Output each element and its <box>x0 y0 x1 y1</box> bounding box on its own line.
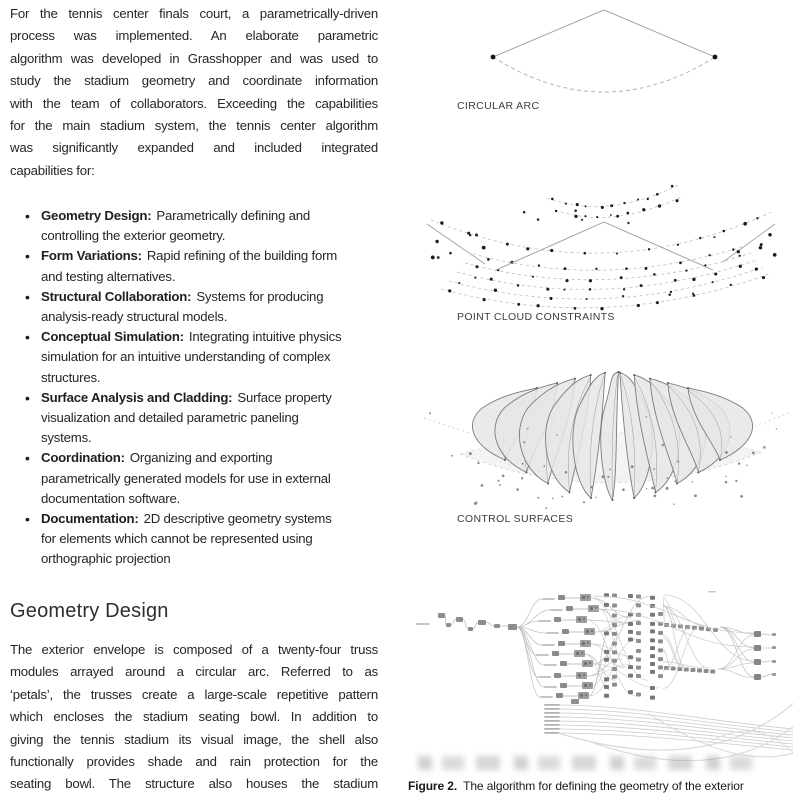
paragraph-line: ‘petals’, the trusses create a large-sca… <box>10 686 378 702</box>
paragraph-line: seating bowl. The structure also houses … <box>10 776 378 792</box>
paragraph-line: for the main stadium system, the tennis … <box>10 118 378 134</box>
control-surfaces-figure <box>423 371 793 510</box>
arc-endpoint-dot <box>490 54 496 60</box>
bullet-text: Organizing and exporting parametrically … <box>41 450 331 506</box>
paragraph-line: algorithm was developed in Grasshopper a… <box>10 50 378 66</box>
bullet-term: Coordination: <box>41 450 125 466</box>
paragraph-line: which encloses the stadium seating bowl.… <box>10 709 378 725</box>
blurred-strip <box>418 756 763 770</box>
paragraph-line: was significantly expanded and included … <box>10 140 378 156</box>
paragraph-line: capabilities for: <box>10 162 95 178</box>
figure-label-circular-arc: CIRCULAR ARC <box>457 100 540 112</box>
bullet-text: Parametrically defining and controlling … <box>41 208 311 244</box>
bullet-term: Structural Collaboration: <box>41 288 192 304</box>
node-graph-figure <box>416 591 793 761</box>
bullet-term: Geometry Design: <box>41 208 152 223</box>
bullet-text: Surface property visualization and detai… <box>41 389 332 446</box>
intro-paragraph: For the tennis center finals court, a pa… <box>10 3 378 182</box>
paragraph-line: modules arrayed around a circular arc. R… <box>10 664 378 680</box>
paragraph-line: The exterior envelope is composed of a t… <box>10 642 378 657</box>
list-item: Conceptual Simulation:Integrating intuit… <box>10 327 388 388</box>
paragraph-line: with the team of collaborators. Exceedin… <box>10 95 378 111</box>
list-item: Surface Analysis and Cladding:Surface pr… <box>10 388 388 449</box>
list-item: Coordination:Organizing and exporting pa… <box>10 448 388 509</box>
paragraph-line: giving the tennis stadium its visual ima… <box>10 731 378 747</box>
figure-caption-text: The algorithm for defining the geometry … <box>463 779 744 793</box>
paragraph-line: study the stadium geometry and coordinat… <box>10 73 378 89</box>
bullet-text: Rapid refining of the building form and … <box>41 248 338 284</box>
figure-caption: Figure 2. The algorithm for defining the … <box>408 779 790 793</box>
list-item: Documentation:2D descriptive geometry sy… <box>10 509 388 570</box>
list-item: Structural Collaboration:Systems for pro… <box>10 287 388 327</box>
section-heading: Geometry Design <box>10 600 169 622</box>
list-item: Geometry Design:Parametrically defining … <box>10 206 388 246</box>
bullet-text: 2D descriptive geometry systems for elem… <box>41 511 332 567</box>
geometry-design-paragraph: The exterior envelope is composed of a t… <box>10 639 378 796</box>
bullet-term: Documentation: <box>41 511 139 527</box>
arc-endpoint-dot <box>712 54 718 60</box>
figure-caption-number: Figure 2. <box>408 779 458 793</box>
figure-label-control-surfaces: CONTROL SURFACES <box>457 513 574 525</box>
list-item: Form Variations:Rapid refining of the bu… <box>10 246 388 286</box>
paragraph-line: For the tennis center finals court, a pa… <box>10 6 378 21</box>
bullet-text: Integrating intuitive physics simulation… <box>41 329 342 385</box>
paragraph-line: functionally provides shade and rain pro… <box>10 754 378 770</box>
point-cloud-figure <box>426 183 777 311</box>
bullet-text: Systems for producing analysis-ready str… <box>41 288 324 325</box>
paragraph-line: process was implemented. An elaborate pa… <box>10 28 378 44</box>
bullet-term: Surface Analysis and Cladding: <box>41 389 233 405</box>
bullet-term: Form Variations: <box>41 248 142 264</box>
figure-label-point-cloud: POINT CLOUD CONSTRAINTS <box>457 311 615 323</box>
bullet-term: Conceptual Simulation: <box>41 329 184 345</box>
circular-arc-figure <box>490 9 718 93</box>
capabilities-list: Geometry Design:Parametrically defining … <box>10 206 388 570</box>
